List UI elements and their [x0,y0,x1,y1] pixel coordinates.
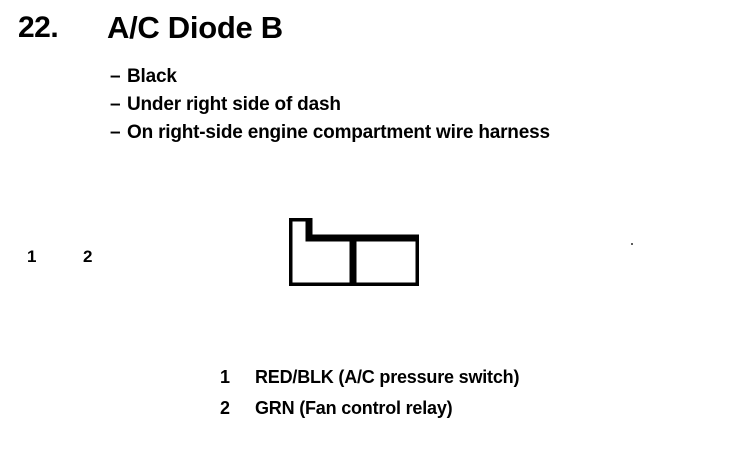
legend-row: 2 GRN (Fan control relay) [220,393,519,424]
legend-pin-number: 1 [220,367,231,387]
description-list: – Black – Under right side of dash – On … [110,63,710,147]
list-item-label: Black [127,66,177,87]
connector-diagram [289,218,419,286]
list-item: – Black [110,63,710,91]
legend-pin-label: GRN (Fan control relay) [255,398,453,418]
scan-artifact-speck [631,243,633,245]
legend-pin-label: RED/BLK (A/C pressure switch) [255,367,520,387]
list-item-label: On right-side engine compartment wire ha… [127,122,550,143]
legend-row: 1 RED/BLK (A/C pressure switch) [220,362,519,393]
dash-bullet-icon: – [110,122,121,143]
page-title: A/C Diode B [107,10,283,45]
entry-number: 22. [18,11,59,44]
list-item: – On right-side engine compartment wire … [110,119,710,147]
list-item-label: Under right side of dash [127,94,341,115]
dash-bullet-icon: – [110,94,121,115]
list-item: – Under right side of dash [110,91,710,119]
cavity-number-2: 2 [83,247,93,266]
dash-bullet-icon: – [110,66,121,87]
cavity-number-1: 1 [27,247,37,266]
pin-legend: 1 RED/BLK (A/C pressure switch) 2 GRN (F… [220,362,519,424]
connector-outline-icon [289,218,419,286]
legend-pin-number: 2 [220,398,231,418]
